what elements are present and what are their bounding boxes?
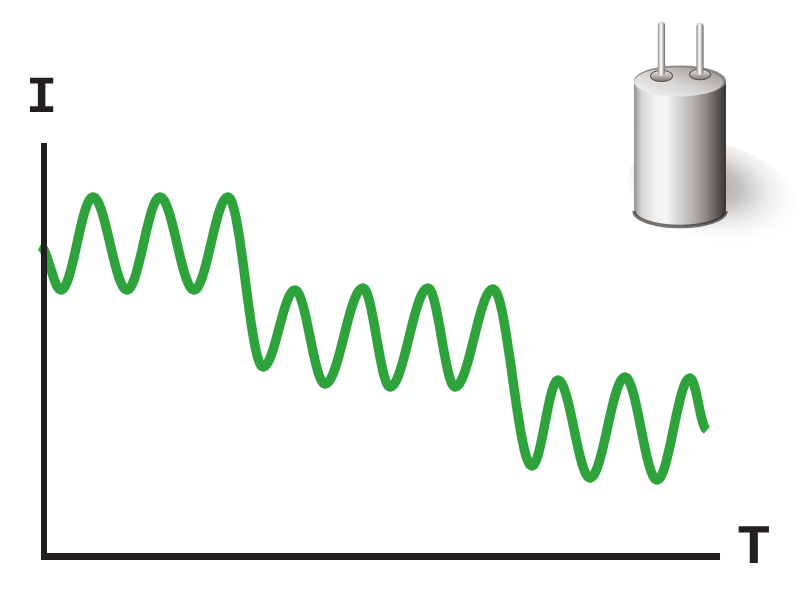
capacitor-bottom-rim — [632, 210, 728, 229]
x-axis-line — [41, 553, 720, 560]
capacitor-left-lead-upper — [658, 22, 665, 76]
x-axis-label: T — [737, 516, 771, 580]
current-waveform — [37, 192, 711, 485]
capacitor-right-lead-upper — [696, 23, 704, 75]
y-axis-label: I — [26, 69, 57, 128]
y-axis-line — [41, 143, 47, 560]
capacitor-body — [634, 81, 726, 227]
capacitor-illustration — [627, 21, 797, 246]
